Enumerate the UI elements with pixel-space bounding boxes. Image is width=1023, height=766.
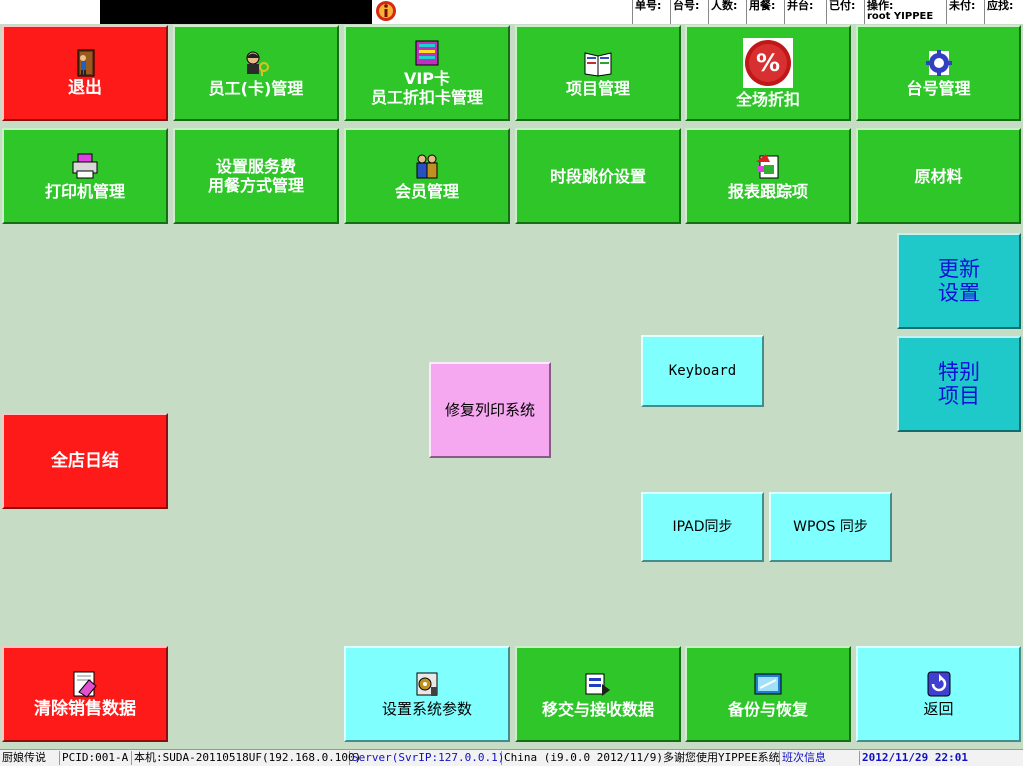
eraser-icon [73,671,97,698]
report-tracking-label: 报表跟踪项 [727,181,808,201]
printer-management-label: 打印机管理 [44,181,125,201]
raw-material-button[interactable]: 原材料 [856,128,1021,224]
operator-cell: 操作: root YIPPEE [864,0,946,24]
wpos-sync-button[interactable]: WPOS 同步 [769,492,892,562]
global-discount-label: 全场折扣 [735,89,800,109]
ipad-sync-button[interactable]: IPAD同步 [641,492,764,562]
merge-label: 并台: [784,0,826,24]
operator-label: 操作: [867,0,894,12]
table-management-label: 台号管理 [906,78,971,98]
day-end-button[interactable]: 全店日结 [2,413,168,509]
special-items-button[interactable]: 特别 项目 [897,336,1021,432]
vip-card-button[interactable]: VIP卡 员工折扣卡管理 [344,25,510,121]
special-items-label-2: 项目 [938,384,980,408]
top-header-bar: 单号: 台号: 人数: 用餐: 并台: 已付: 操作: root YIPPEE … [0,0,1023,24]
status-pcid: PCID:001-A [60,751,132,765]
status-local-host: 本机:SUDA-20110518UF(192.168.0.100) [134,751,362,765]
raw-material-label: 原材料 [914,166,963,186]
unpaid-label: 未付: [946,0,984,24]
operator-value: root YIPPEE [867,11,934,22]
status-server: Server(SvrIP:127.0.0.1) [352,751,505,765]
due-label: 应找: [984,0,1023,24]
status-shift-info[interactable]: 班次信息 [780,751,860,765]
table-gear-icon [925,49,952,76]
keyboard-button[interactable]: Keyboard [641,335,764,407]
service-fee-button[interactable]: 设置服务费 用餐方式管理 [173,128,339,224]
backup-restore-button[interactable]: 备份与恢复 [685,646,851,742]
clear-sales-button[interactable]: 清除销售数据 [2,646,168,742]
vip-card-label-2: 员工折扣卡管理 [370,88,483,107]
system-params-label: 设置系统参数 [381,699,472,718]
item-management-button[interactable]: 项目管理 [515,25,681,121]
paid-label: 已付: [826,0,864,24]
repair-print-button[interactable]: 修复列印系统 [429,362,551,458]
time-price-label: 时段跳价设置 [549,166,646,186]
item-management-label: 项目管理 [565,78,630,98]
transfer-data-label: 移交与接收数据 [541,699,654,719]
time-price-button[interactable]: 时段跳价设置 [515,128,681,224]
printer-management-button[interactable]: 打印机管理 [2,128,168,224]
special-items-label-1: 特别 [938,360,980,384]
service-fee-label-2: 用餐方式管理 [207,176,304,195]
transfer-data-button[interactable]: 移交与接收数据 [515,646,681,742]
table-no-label: 台号: [670,0,708,24]
order-no-label: 单号: [632,0,670,24]
backup-restore-label: 备份与恢复 [727,699,808,719]
report-tracking-button[interactable]: 报表跟踪项 [685,128,851,224]
member-management-button[interactable]: 会员管理 [344,128,510,224]
status-brand: 厨娘传说 [0,751,60,765]
svg-text:%: % [756,49,780,77]
info-icon[interactable] [375,0,397,22]
repair-print-label: 修复列印系统 [444,400,535,419]
dining-label: 用餐: [746,0,784,24]
status-bar: 厨娘传说 PCID:001-A 本机:SUDA-20110518UF(192.1… [0,749,1023,766]
update-settings-button[interactable]: 更新 设置 [897,233,1021,329]
wpos-sync-label: WPOS 同步 [793,518,868,535]
percent-icon: % [743,37,793,88]
printer-icon [72,153,98,178]
exit-label: 退出 [68,77,102,98]
order-display-box [100,0,372,24]
keyboard-label: Keyboard [668,362,737,379]
member-management-label: 会员管理 [394,181,459,201]
back-arrow-icon [927,671,950,696]
table-management-button[interactable]: 台号管理 [856,25,1021,121]
status-version: China (i9.0.0 2012/11/9)多谢您使用YIPPEE系统 [504,751,780,765]
transfer-icon [585,673,610,696]
service-fee-label-1: 设置服务费 [215,157,296,176]
backup-icon [754,673,782,694]
members-icon [416,154,438,178]
exit-button[interactable]: 退出 [2,25,168,121]
system-params-button[interactable]: 设置系统参数 [344,646,510,742]
day-end-label: 全店日结 [51,450,119,471]
vip-card-label-1: VIP卡 [403,69,451,88]
update-settings-label-2: 设置 [938,281,980,305]
staff-card-button[interactable]: 员工(卡)管理 [173,25,339,121]
staff-card-label: 员工(卡)管理 [208,78,304,98]
open-book-icon [584,51,612,77]
ipad-sync-label: IPAD同步 [672,518,733,535]
exit-door-icon [77,49,95,76]
staff-key-icon [246,51,269,76]
clear-sales-label: 清除销售数据 [34,698,136,719]
status-datetime: 2012/11/29 22:01 [862,751,968,764]
update-settings-label-1: 更新 [938,257,980,281]
guests-label: 人数: [708,0,746,24]
back-button[interactable]: 返回 [856,646,1021,742]
report-icon [756,153,779,178]
global-discount-button[interactable]: % 全场折扣 [685,25,851,121]
back-label: 返回 [923,699,954,718]
vip-card-icon [415,40,439,66]
system-gear-icon [416,672,438,696]
